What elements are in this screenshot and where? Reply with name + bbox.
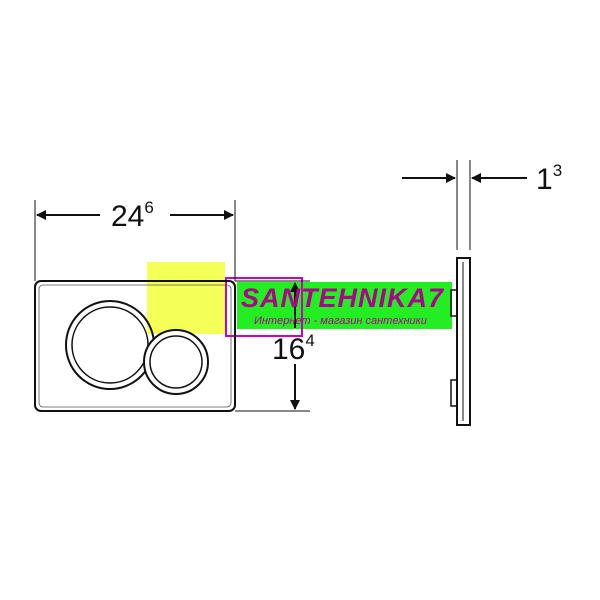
watermark-yellow-block <box>147 262 225 334</box>
side-clip-bottom <box>450 379 458 407</box>
depth-dimension: 13 <box>402 161 562 196</box>
width-superscript: 6 <box>144 198 153 217</box>
watermark-brand: SANTEHNIKA7 <box>241 283 445 313</box>
depth-label: 13 <box>536 161 562 196</box>
watermark-backgrounds <box>147 262 452 337</box>
plate-outline <box>34 280 236 412</box>
depth-value: 1 <box>536 163 553 196</box>
side-clip-top <box>450 289 458 317</box>
watermark-green-band <box>237 282 452 329</box>
large-flush-button-inner <box>71 306 149 384</box>
width-value: 24 <box>111 200 144 233</box>
width-dimension: 246 <box>34 198 236 281</box>
height-value: 16 <box>272 333 305 366</box>
plate-inner-outline <box>38 284 232 408</box>
watermark-magenta-outline <box>225 277 303 337</box>
height-dimension: 164 <box>235 280 315 412</box>
watermark-tagline: Интернет - магазин сантехники <box>254 315 427 327</box>
front-plate <box>34 280 236 412</box>
side-profile <box>450 160 471 426</box>
plate-side-view <box>456 257 471 426</box>
large-flush-button <box>65 300 155 390</box>
watermark-text: SANTEHNIKA7 Интернет - магазин сантехник… <box>241 283 445 327</box>
small-flush-button <box>143 329 209 395</box>
depth-superscript: 3 <box>553 161 562 180</box>
height-superscript: 4 <box>305 331 314 350</box>
width-label: 246 <box>111 198 154 233</box>
small-flush-button-inner <box>149 335 203 389</box>
height-label: 164 <box>272 331 315 366</box>
